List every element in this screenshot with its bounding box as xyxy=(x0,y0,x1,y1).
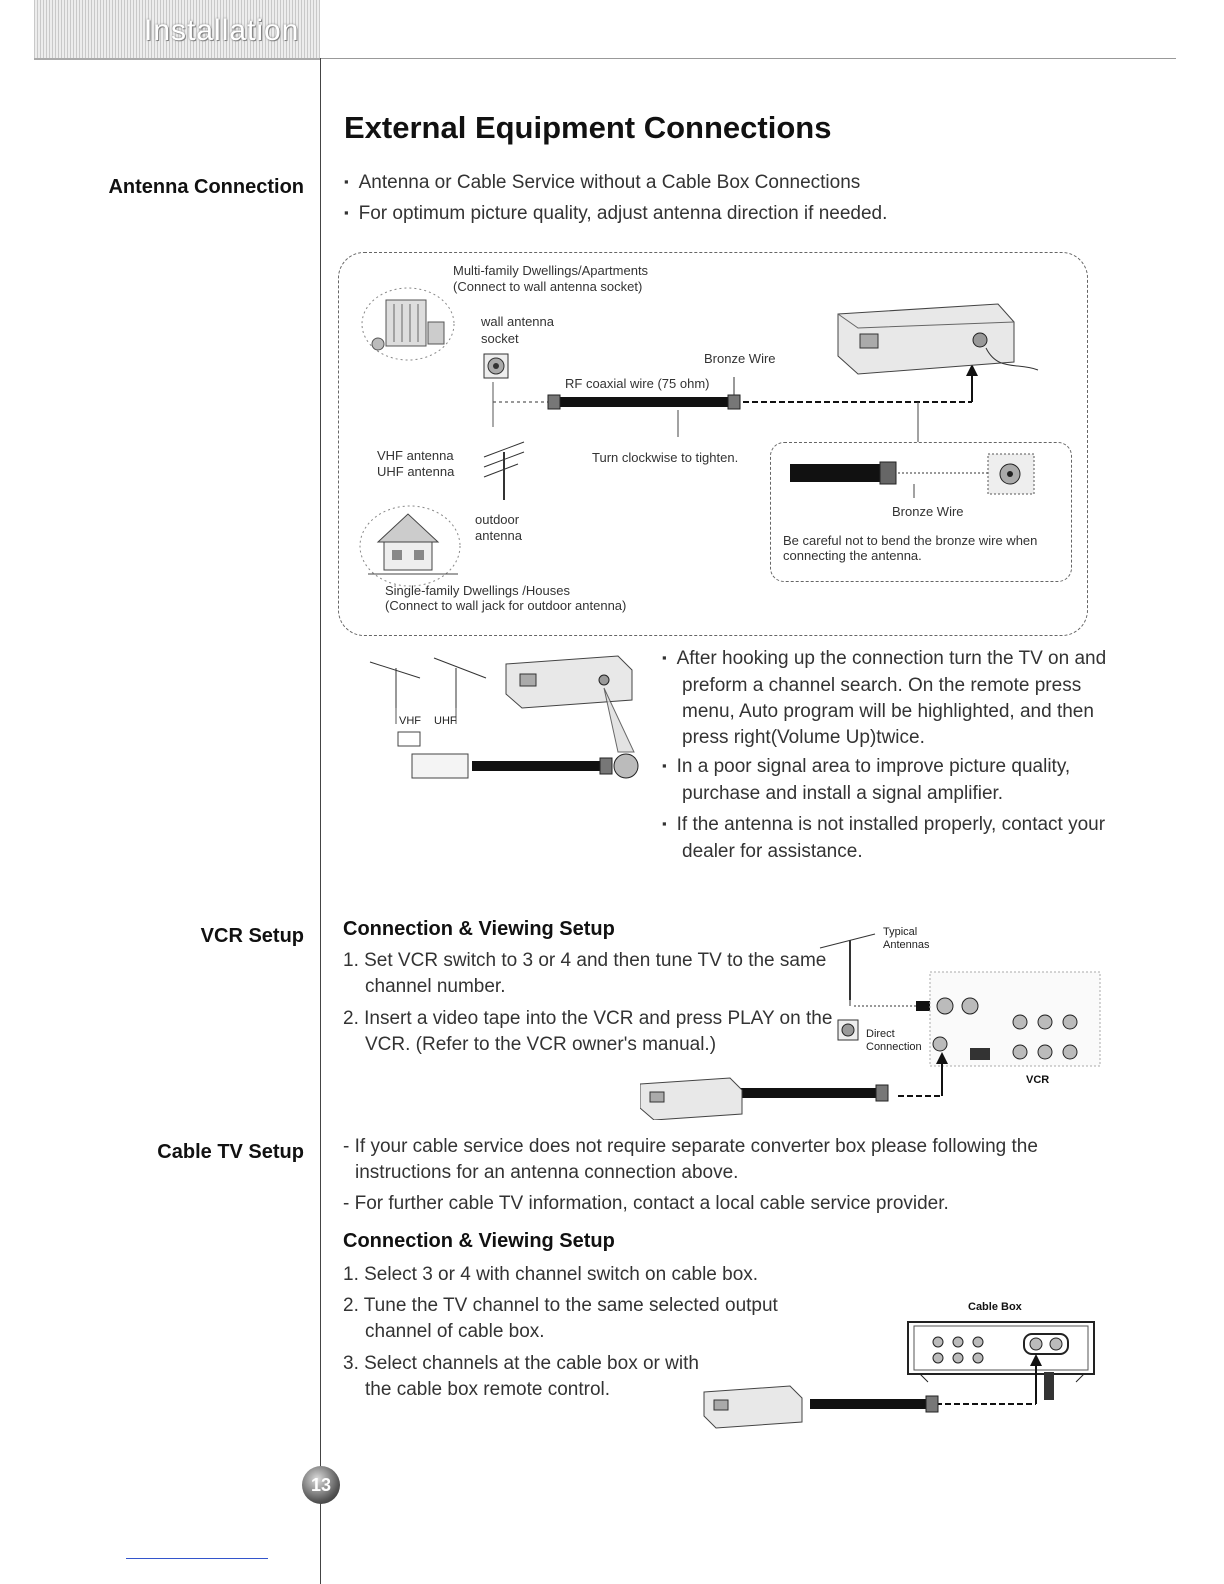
vhf-antenna-label: VHF antenna xyxy=(377,448,454,463)
inset-cable-illustration xyxy=(790,453,1035,498)
footer-rule xyxy=(126,1558,268,1559)
antenna-diagram-frame xyxy=(338,252,1088,636)
cable-box-diagram xyxy=(703,1321,1095,1429)
antenna-bullet-1: Antenna or Cable Service without a Cable… xyxy=(344,170,861,197)
vhf-uhf-antenna-icon xyxy=(483,441,525,500)
cable-tv-setup-label: Cable TV Setup xyxy=(157,1141,304,1163)
typical-antennas-label-2: Antennas xyxy=(883,939,930,951)
antenna-bullet-2: For optimum picture quality, adjust ante… xyxy=(344,201,888,228)
cable-step-1: 1. Select 3 or 4 with channel switch on … xyxy=(343,1264,759,1285)
cable-note-2: - For further cable TV information, cont… xyxy=(343,1193,949,1214)
multi-family-note: (Connect to wall antenna socket) xyxy=(453,279,643,294)
antenna-note-2: In a poor signal area to improve picture… xyxy=(662,754,1132,807)
cable-step-2: 2. Tune the TV channel to the same selec… xyxy=(343,1295,778,1342)
vcr-device-label: VCR xyxy=(1026,1074,1050,1086)
single-family-note: (Connect to wall jack for outdoor antenn… xyxy=(385,598,627,613)
wall-socket-icon xyxy=(483,353,509,379)
antenna-note-3: If the antenna is not installed properly… xyxy=(662,812,1132,865)
bronze-wire-inset xyxy=(770,442,1072,582)
vcr-setup-label: VCR Setup xyxy=(200,925,304,947)
direct-connection-label-2: Connection xyxy=(866,1041,922,1053)
antenna-note-1: After hooking up the connection turn the… xyxy=(662,646,1132,751)
turn-clockwise-label: Turn clockwise to tighten. xyxy=(592,450,739,465)
apartment-illustration xyxy=(361,287,455,361)
page-number: 13 xyxy=(302,1466,340,1504)
header-rule xyxy=(320,58,1176,59)
section-tab-label: Installation xyxy=(144,14,300,47)
single-family-title: Single-family Dwellings /Houses xyxy=(385,583,570,598)
outdoor-antenna-label-1: outdoor xyxy=(475,512,520,527)
vcr-subheading: Connection & Viewing Setup xyxy=(343,918,615,940)
vcr-diagram xyxy=(640,933,1101,1120)
cable-box-label: Cable Box xyxy=(968,1301,1022,1313)
wall-socket-label-2: socket xyxy=(481,331,519,346)
page-title: External Equipment Connections xyxy=(344,110,832,145)
cable-note-1: - If your cable service does not require… xyxy=(343,1136,1038,1183)
uhf-antenna-label: UHF antenna xyxy=(377,464,455,479)
rf-wire-label: RF coaxial wire (75 ohm) xyxy=(565,376,710,391)
bronze-wire-label-top: Bronze Wire xyxy=(704,351,776,366)
cable-step-3: 3. Select channels at the cable box or w… xyxy=(343,1353,699,1400)
vcr-step-1: 1. Set VCR switch to 3 or 4 and then tun… xyxy=(343,950,827,997)
cable-subheading: Connection & Viewing Setup xyxy=(343,1230,615,1252)
tv-illustration xyxy=(837,303,1039,375)
wall-socket-label-1: wall antenna xyxy=(481,314,554,329)
section-tab: Installation xyxy=(34,0,320,60)
vhf-small-label: VHF xyxy=(399,715,421,727)
bronze-wire-label-inset: Bronze Wire xyxy=(892,504,964,519)
antenna-connection-label: Antenna Connection xyxy=(108,176,304,198)
typical-antennas-label-1: Typical xyxy=(883,926,918,938)
margin-rule xyxy=(320,58,321,1584)
careful-note: Be careful not to bend the bronze wire w… xyxy=(783,533,1038,563)
house-illustration xyxy=(359,505,461,587)
direct-connection-label-1: Direct xyxy=(866,1028,895,1040)
vcr-step-2: 2. Insert a video tape into the VCR and … xyxy=(343,1008,833,1055)
uhf-small-label: UHF xyxy=(434,715,457,727)
multi-family-title: Multi-family Dwellings/Apartments xyxy=(453,263,649,278)
tv-antenna-connection-diagram xyxy=(369,655,639,779)
outdoor-antenna-label-2: antenna xyxy=(475,528,522,543)
antenna-diagram xyxy=(359,287,1039,587)
